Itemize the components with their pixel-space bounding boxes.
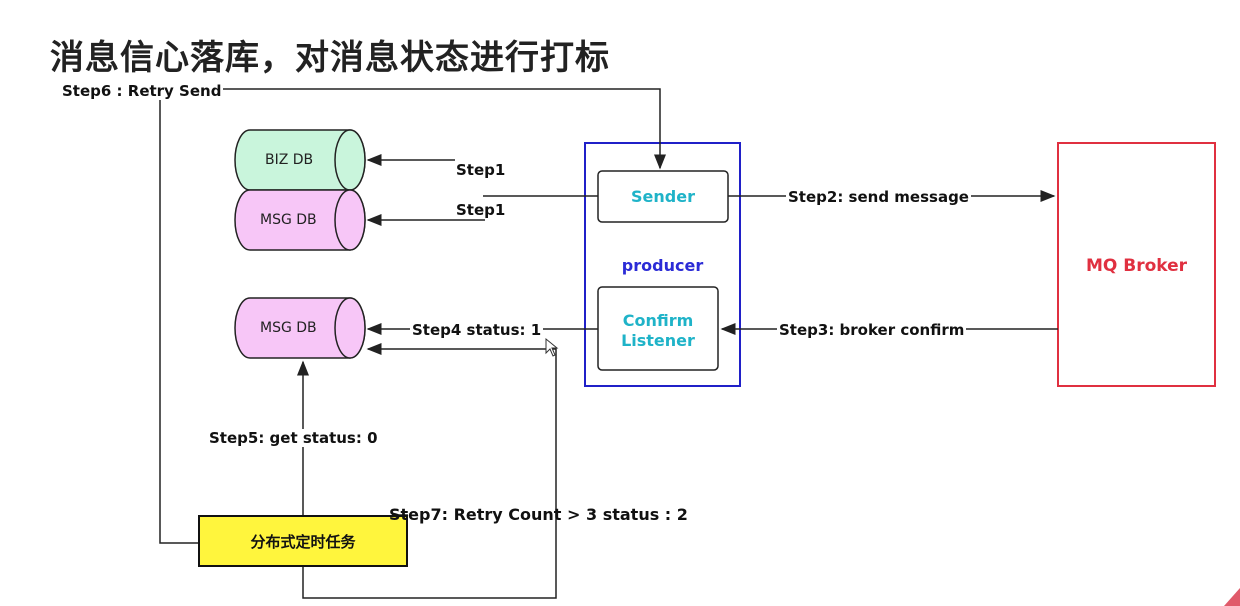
producer-label: producer: [621, 256, 704, 275]
page-title: 消息信心落库，对消息状态进行打标: [50, 38, 610, 78]
step2-label: Step2: send message: [786, 188, 971, 206]
step3-label: Step3: broker confirm: [777, 321, 967, 339]
mq-broker-box: [1057, 142, 1216, 387]
step7-arrow: [302, 343, 557, 599]
msg-db-top-cylinder: [234, 189, 366, 251]
mouse-cursor-icon: [545, 337, 559, 357]
msg-db-bottom-cylinder: [234, 297, 366, 359]
confirm-listener-label: Confirm Listener: [598, 311, 718, 351]
step6-label: Step6 : Retry Send: [60, 82, 224, 100]
msg-db-bottom-label: MSG DB: [260, 320, 317, 336]
scheduler-box: 分布式定时任务: [198, 515, 408, 567]
step1-msg-label: Step1: [456, 201, 506, 219]
corner-logo-icon: [1224, 588, 1240, 606]
msg-db-top-label: MSG DB: [260, 212, 317, 228]
sender-label: Sender: [631, 187, 695, 206]
step5-label: Step5: get status: 0: [207, 429, 380, 447]
confirm-listener-line1: Confirm: [622, 311, 694, 330]
scheduler-label: 分布式定时任务: [250, 532, 356, 551]
step7-label: Step7: Retry Count > 3 status : 2: [389, 505, 688, 524]
mq-broker-label: MQ Broker: [1085, 256, 1188, 276]
step1-biz-label: Step1: [456, 161, 506, 179]
biz-db-cylinder: [234, 129, 366, 191]
biz-db-label: BIZ DB: [265, 152, 314, 168]
producer-container: [584, 142, 741, 387]
step4-label: Step4 status: 1: [410, 321, 544, 339]
confirm-listener-line2: Listener: [621, 331, 695, 350]
